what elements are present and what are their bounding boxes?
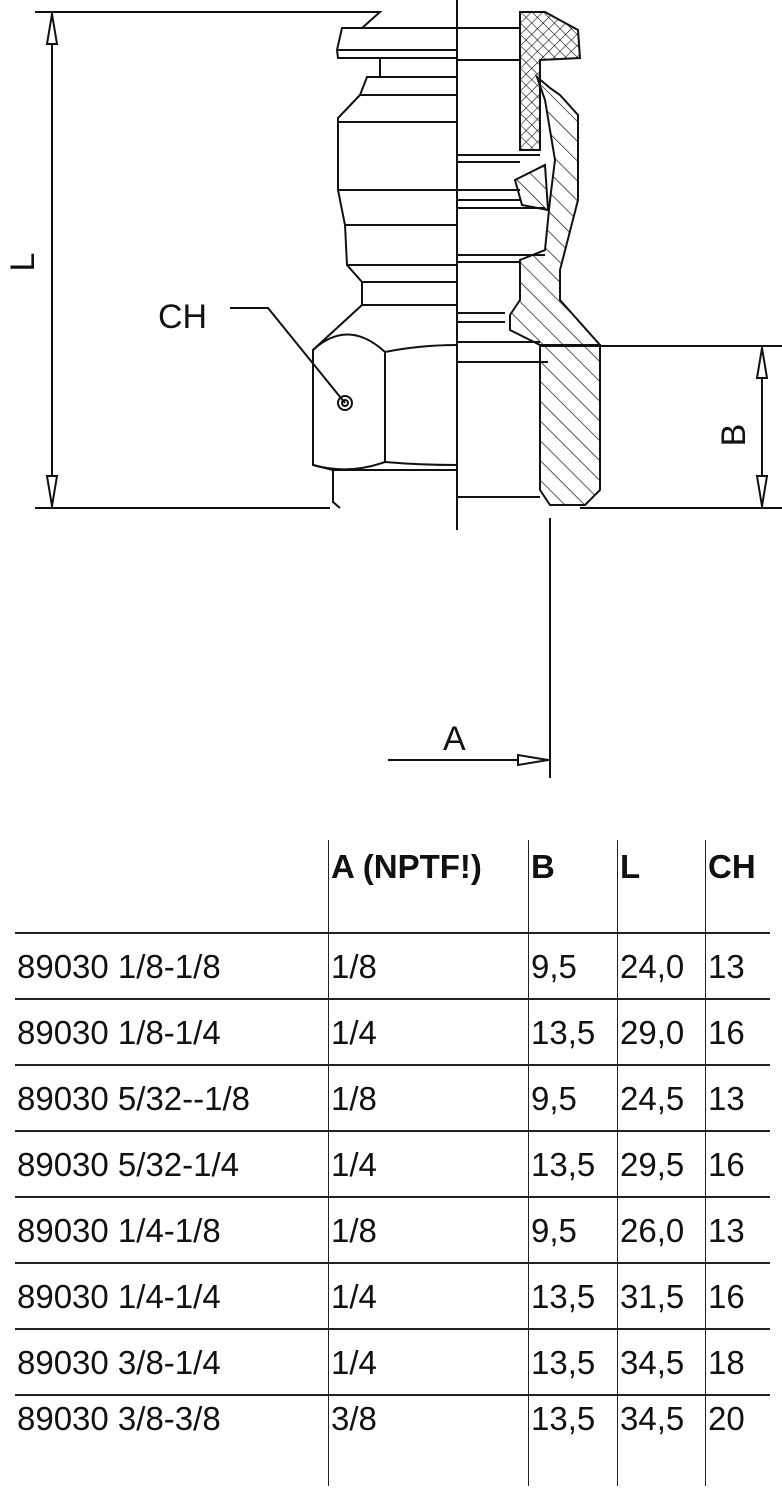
cell-ch: 16 [705,1262,770,1329]
cell-ch: 13 [705,1196,770,1263]
cell-l: 24,0 [617,932,706,999]
cell-article: 89030 1/8-1/4 [15,998,329,1065]
cell-ch: 13 [705,1064,770,1131]
cell-l: 26,0 [617,1196,706,1263]
header-l: L [617,840,706,933]
cell-article: 89030 1/8-1/8 [15,932,329,999]
cell-b: 13,5 [528,1130,618,1197]
cell-article: 89030 1/4-1/8 [15,1196,329,1263]
cell-a: 1/8 [328,932,529,999]
cell-a: 1/8 [328,1064,529,1131]
cell-article: 89030 5/32--1/8 [15,1064,329,1131]
cell-l: 29,0 [617,998,706,1065]
cell-l: 24,5 [617,1064,706,1131]
cell-article: 89030 3/8-3/8 [15,1394,329,1486]
table-header-row: A (NPTF!) B L CH [15,840,770,933]
cell-b: 9,5 [528,1196,618,1263]
cell-ch: 16 [705,998,770,1065]
cell-a: 1/4 [328,1262,529,1329]
cell-ch: 20 [705,1394,770,1486]
cell-a: 1/4 [328,998,529,1065]
cell-a: 3/8 [328,1394,529,1486]
cell-a: 1/4 [328,1130,529,1197]
header-ch: CH [705,840,770,933]
cell-b: 13,5 [528,1394,618,1486]
fitting-outline-left [35,11,458,509]
dimension-label-a: A [443,720,466,758]
fitting-section-right [457,11,603,506]
cell-l: 34,5 [617,1394,706,1486]
dimension-lines [35,12,782,778]
header-article [15,840,329,933]
cell-b: 9,5 [528,1064,618,1131]
cell-l: 29,5 [617,1130,706,1197]
cell-ch: 13 [705,932,770,999]
cell-b: 9,5 [528,932,618,999]
cell-a: 1/8 [328,1196,529,1263]
cell-article: 89030 3/8-1/4 [15,1328,329,1395]
dimension-label-ch: CH [158,298,207,336]
cell-ch: 16 [705,1130,770,1197]
cell-b: 13,5 [528,998,618,1065]
cell-article: 89030 1/4-1/4 [15,1262,329,1329]
cell-b: 13,5 [528,1328,618,1395]
cell-l: 34,5 [617,1328,706,1395]
cell-b: 13,5 [528,1262,618,1329]
header-a: A (NPTF!) [328,840,529,933]
dimension-label-b: B [715,424,753,447]
dimension-label-l: L [4,253,42,272]
header-b: B [528,840,618,933]
cell-article: 89030 5/32-1/4 [15,1130,329,1197]
cell-l: 31,5 [617,1262,706,1329]
cell-a: 1/4 [328,1328,529,1395]
fitting-drawing: L CH B A [4,0,782,778]
cell-ch: 18 [705,1328,770,1395]
